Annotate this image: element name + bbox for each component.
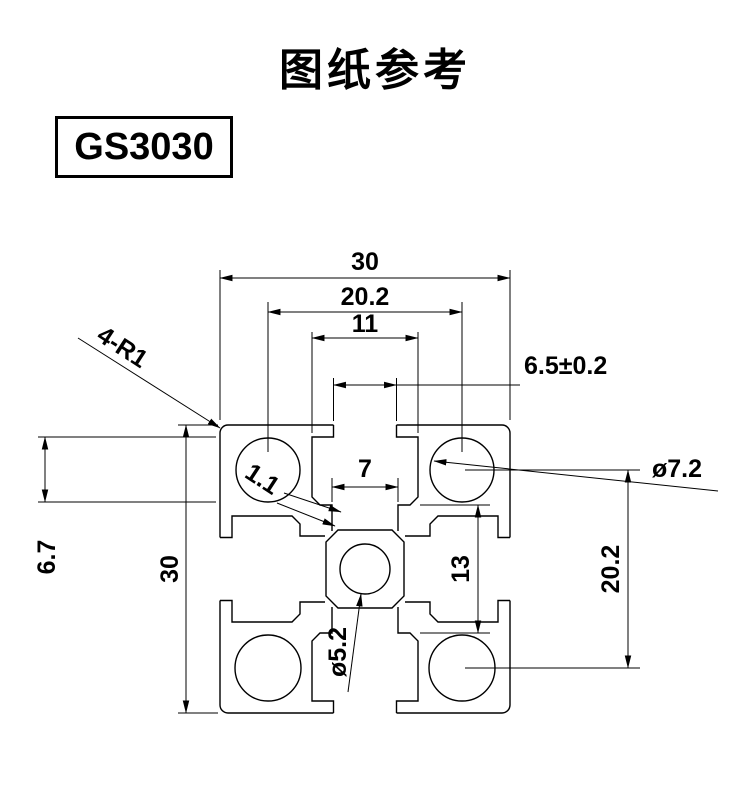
dim-label-slot-inner-width: 11 <box>352 310 379 338</box>
model-number-box: GS3030 <box>55 116 233 178</box>
dim-label-slot-opening: 6.5±0.2 <box>524 352 607 380</box>
model-number: GS3030 <box>74 125 214 168</box>
center-hole <box>339 543 391 595</box>
dim-label-cavity-spacing: 13 <box>447 555 475 583</box>
dim-label-top-hole-spacing: 20.2 <box>341 283 390 311</box>
t-slot-bottom <box>311 607 419 713</box>
profile-outline <box>219 424 511 714</box>
dim-label-slot-depth: 6.7 <box>33 540 61 575</box>
page-title: 图纸参考 <box>279 46 471 95</box>
leader-center-hole-dia <box>347 593 363 693</box>
leader-corner-hole-dia <box>433 459 719 492</box>
leader-corner-radius <box>77 337 221 429</box>
leader-lines <box>77 337 719 693</box>
dim-label-corner-hole-dia: ø7.2 <box>652 455 702 483</box>
dim-label-channel-width: 7 <box>358 455 372 483</box>
leader-lip-thickness-2 <box>276 502 336 527</box>
dimension-lines <box>41 274 632 714</box>
dim-label-top-width: 30 <box>351 248 379 276</box>
dimension-labels: 30 20.2 11 6.5±0.2 4-R1 1.1 7 ø7.2 6.7 3… <box>33 248 702 677</box>
corner-hole-bottom-left <box>234 634 302 702</box>
center-hub-outline <box>325 529 405 609</box>
t-slot-right <box>405 515 510 623</box>
leader-lip-thickness-1 <box>283 492 342 513</box>
dim-label-side-hole-spacing: 20.2 <box>597 545 625 594</box>
dim-label-center-hole-dia: ø5.2 <box>324 627 352 677</box>
profile-geometry <box>219 424 511 714</box>
t-slot-left <box>220 515 325 623</box>
dim-label-height: 30 <box>156 555 184 583</box>
